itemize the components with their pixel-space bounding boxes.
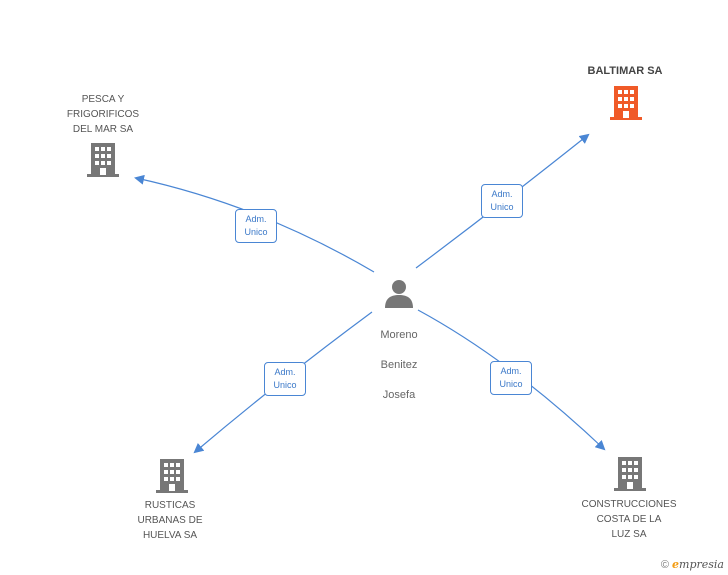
edge-role: Unico — [490, 202, 514, 212]
edge-label-rusticas[interactable]: Adm. Unico — [264, 362, 306, 396]
building-icon[interactable] — [87, 142, 119, 178]
person-icon[interactable] — [384, 278, 414, 308]
edge-role: Adm. — [500, 366, 522, 376]
person-name-line: Moreno — [380, 329, 418, 341]
person-name-line: Benitez — [380, 359, 418, 371]
edge-role: Unico — [244, 227, 268, 237]
company-label-baltimar[interactable]: BALTIMAR SA — [587, 65, 663, 77]
building-icon[interactable] — [156, 458, 188, 494]
edge-role: Unico — [273, 380, 297, 390]
edge-role: Unico — [499, 379, 523, 389]
company-label-construcciones[interactable]: CONSTRUCCIONES COSTA DE LA LUZ SA — [581, 499, 677, 540]
company-label-pesca[interactable]: PESCA Y FRIGORIFICOS DEL MAR SA — [66, 94, 140, 135]
edge-role: Adm. — [274, 367, 296, 377]
edge-role: Adm. — [245, 214, 267, 224]
edge-label-construcciones[interactable]: Adm. Unico — [490, 361, 532, 395]
edge-label-baltimar[interactable]: Adm. Unico — [481, 184, 523, 218]
person-name-line: Josefa — [382, 389, 416, 401]
building-icon[interactable] — [614, 456, 646, 492]
edge-role: Adm. — [491, 189, 513, 199]
company-label-rusticas[interactable]: RUSTICAS URBANAS DE HUELVA SA — [137, 500, 203, 541]
person-name[interactable]: Moreno Benitez Josefa — [356, 313, 442, 418]
edge-label-pesca[interactable]: Adm. Unico — [235, 209, 277, 243]
footer-brand: © empresia — [661, 558, 724, 571]
brand-logo: empresia — [672, 558, 724, 571]
copyright-icon: © — [660, 558, 670, 571]
building-icon[interactable] — [610, 86, 642, 120]
